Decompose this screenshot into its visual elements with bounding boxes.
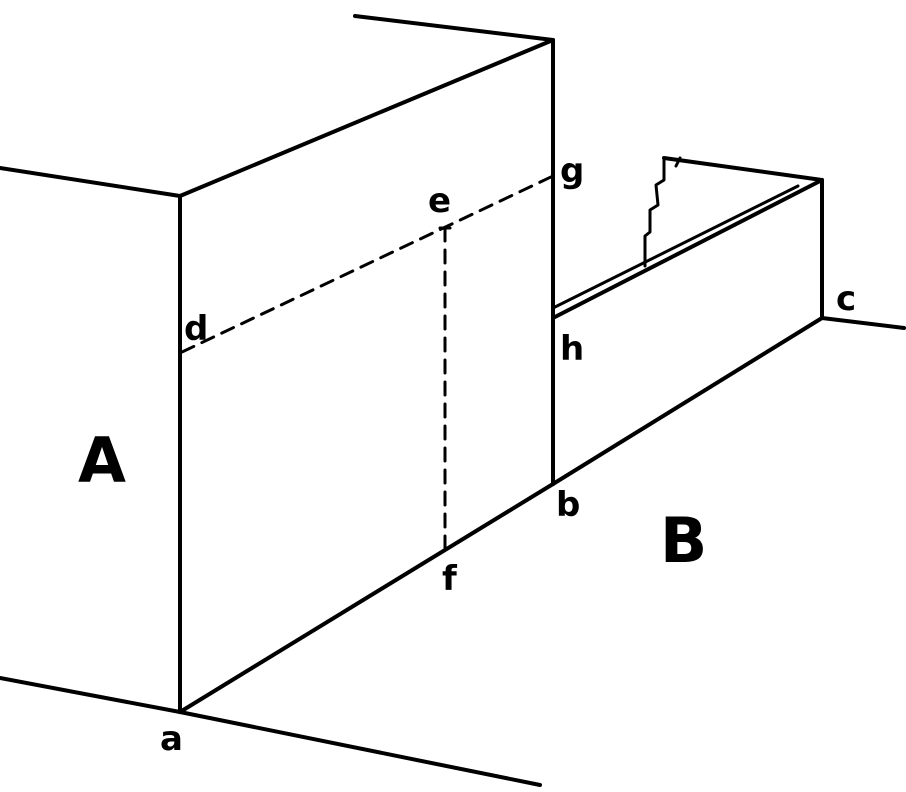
edge-b-to-c bbox=[551, 316, 824, 486]
label-c: c bbox=[836, 279, 856, 319]
ground-line-front bbox=[178, 710, 542, 787]
ground-line-left bbox=[0, 676, 182, 714]
edge-a-to-b bbox=[178, 482, 555, 714]
region-label-a: A bbox=[78, 424, 126, 497]
label-a: a bbox=[160, 719, 183, 759]
block-a-top-left-edge bbox=[0, 166, 182, 198]
block-a bbox=[0, 14, 555, 787]
wall-b-top-inner-edge bbox=[551, 184, 800, 310]
broken-wall-edge bbox=[643, 156, 666, 268]
construction-lines bbox=[180, 174, 555, 550]
dashed-line-d-g bbox=[180, 174, 555, 354]
region-labels: A B bbox=[78, 424, 707, 577]
ground-line-right bbox=[820, 316, 906, 330]
block-a-top-back-edge bbox=[178, 38, 555, 198]
label-g: g bbox=[560, 151, 584, 191]
label-b: b bbox=[556, 485, 580, 525]
wall-b-top-rear-edge bbox=[662, 156, 824, 182]
label-f: f bbox=[442, 559, 458, 599]
block-b bbox=[551, 156, 906, 486]
label-e: e bbox=[428, 181, 451, 221]
block-a-top-rear-edge bbox=[353, 14, 555, 42]
label-d: d bbox=[184, 309, 208, 349]
region-label-b: B bbox=[660, 504, 707, 577]
wall-b-top-front-edge bbox=[551, 178, 824, 320]
label-h: h bbox=[560, 329, 584, 369]
broken-wall-notch bbox=[674, 156, 682, 168]
point-labels: a b c d e f g h bbox=[160, 151, 856, 759]
